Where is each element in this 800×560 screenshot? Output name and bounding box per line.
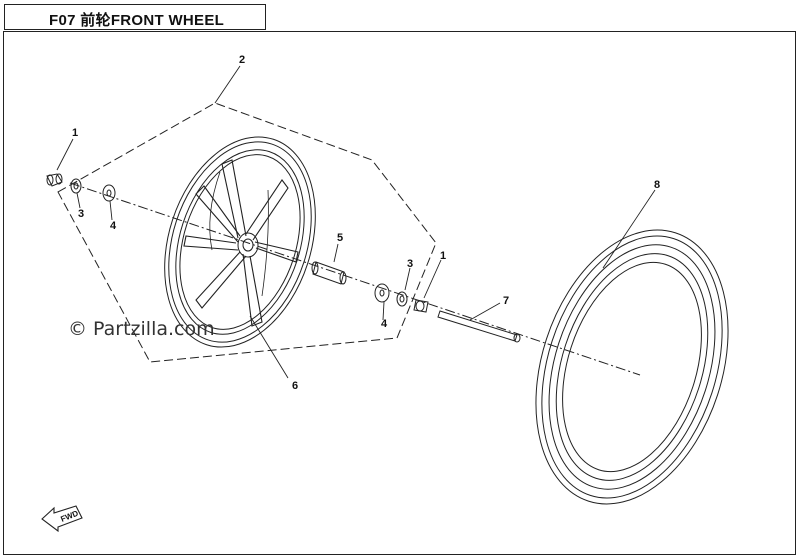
watermark: © Partzilla.com [68,318,215,340]
title-box: F07 前轮FRONT WHEEL [4,4,266,30]
callout-4-left: 4 [110,220,117,232]
spacer-left [102,184,116,202]
fwd-badge: FWD [41,505,83,533]
tire [535,229,729,505]
callout-1-right: 1 [440,250,447,262]
axle-shaft [437,310,521,343]
axle-centerline [69,182,641,376]
callout-3-left: 3 [78,208,85,220]
page-title: F07 前轮FRONT WHEEL [49,12,225,29]
callout-2: 2 [239,54,246,66]
diagram-frame [3,31,796,555]
wheel-rim [164,136,316,348]
callout-4-right: 4 [381,318,388,330]
callout-5: 5 [337,232,344,244]
fwd-label: FWD [59,509,79,524]
callout-3-right: 3 [407,258,414,270]
axle-collar [311,261,347,285]
fwd-arrow-icon [41,505,83,533]
wheel-spokes [183,159,299,327]
callout-1-left: 1 [72,127,79,139]
washer-left [70,178,82,194]
callout-8: 8 [654,179,661,191]
callout-7: 7 [503,295,510,307]
spacer-right [374,283,390,303]
leader-lines [56,65,656,379]
wheel-hub [237,232,259,258]
nut-right [413,299,429,313]
nut-left [46,173,63,187]
washer-right [396,291,408,307]
callout-6: 6 [292,380,299,392]
